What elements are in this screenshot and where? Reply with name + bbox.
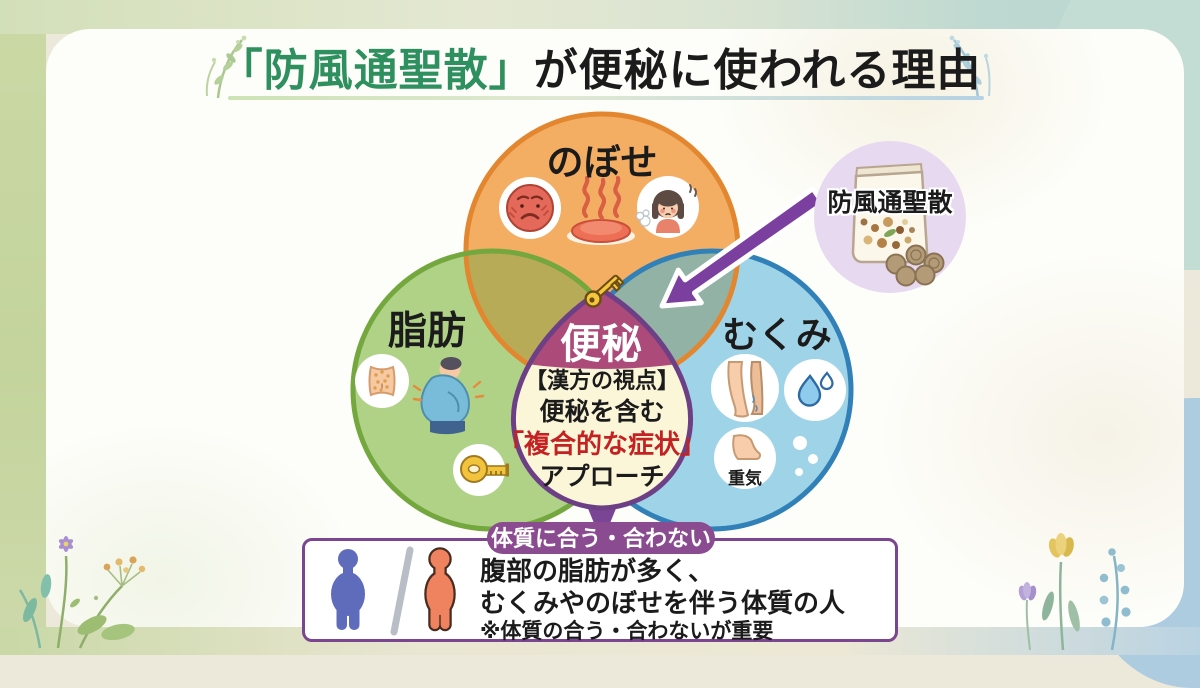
heavy-person-blue-icon: [331, 549, 365, 630]
constitution-badge: 体質に合う・合わない: [487, 522, 715, 554]
label-mukumi: むくみ: [722, 314, 832, 355]
body-type-illustration: [331, 546, 456, 636]
constitution-line1: 腹部の脂肪が多く、: [480, 556, 715, 586]
label-benpi: 便秘: [560, 321, 642, 367]
medicine-label: 防風通聖散: [827, 189, 953, 217]
title-highlight: 「防風通聖散」: [218, 46, 534, 95]
constitution-note: ※体質の合う・合わないが重要: [480, 620, 774, 643]
center-text-line4: アプローチ: [539, 463, 665, 491]
page-title: 「防風通聖散」が便秘に使われる理由: [0, 34, 1200, 98]
constitution-line2: むくみやのぼせを伴う体質の人: [480, 588, 846, 618]
center-text-line1: 【漢方の視点】: [524, 368, 679, 393]
center-text-line2: 便秘を含む: [539, 398, 665, 426]
slim-person-red-icon: [424, 547, 456, 632]
label-nobose: のぼせ: [546, 142, 658, 183]
label-shibou: 脂肪: [387, 310, 466, 353]
title-underline: [228, 96, 984, 100]
watercolor-top-strip: [0, 0, 1200, 34]
center-text-line3: 「複合的な症状」: [497, 429, 706, 459]
title-rest: が便秘に使われる理由: [533, 46, 982, 95]
slash-divider: [390, 546, 414, 636]
watercolor-left-strip: [0, 0, 46, 655]
